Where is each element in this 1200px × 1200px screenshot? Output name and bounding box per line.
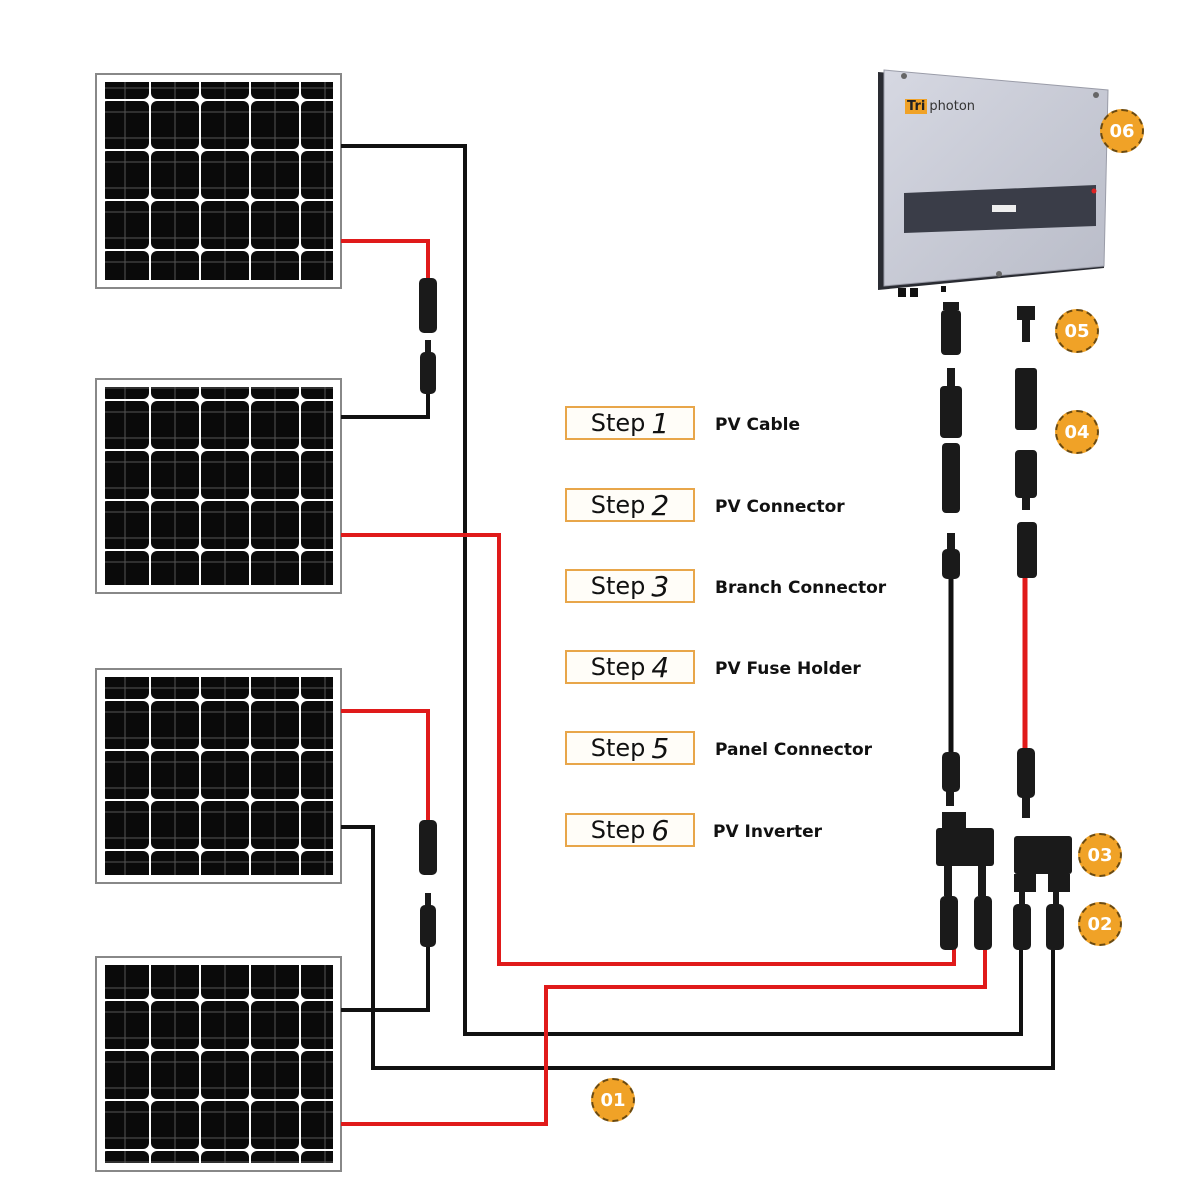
step-prefix: Step: [590, 653, 646, 681]
branch-connector-positive: [1013, 836, 1072, 950]
step-prefix: Step: [590, 734, 646, 762]
step-2-label: PV Connector: [715, 497, 845, 517]
branch-connector-negative: [936, 812, 994, 950]
connector-stack-positive: [1015, 306, 1037, 818]
step-prefix: Step: [590, 572, 646, 600]
panel-connector-lower: [419, 820, 437, 947]
step-number: 1: [651, 406, 670, 440]
brand-mark: Tri: [905, 99, 928, 114]
cable-p4-positive-main: [341, 945, 987, 1126]
badge-05: 05: [1055, 309, 1099, 353]
badge-01: 01: [591, 1078, 635, 1122]
panel-connector-upper: [419, 278, 437, 394]
step-number: 6: [651, 813, 670, 847]
step-6-label: PV Inverter: [713, 822, 822, 842]
step-3-label: Branch Connector: [715, 578, 887, 598]
cable-p1-positive: [341, 239, 430, 285]
cable-p4-negative: [341, 945, 430, 1012]
solar-panel-4: [95, 956, 342, 1172]
inverter-brand-logo: Tri photon: [905, 99, 975, 114]
step-prefix: Step: [590, 491, 646, 519]
step-number: 2: [651, 488, 670, 522]
step-number: 5: [651, 731, 670, 765]
badge-04: 04: [1055, 410, 1099, 454]
badge-06: 06: [1100, 109, 1144, 153]
step-5-label: Panel Connector: [715, 740, 873, 760]
cable-p3-positive: [341, 709, 430, 822]
cable-p3-negative-main: [341, 825, 1055, 1070]
badge-02: 02: [1078, 902, 1122, 946]
step-number: 4: [651, 650, 670, 684]
cable-p2-negative: [341, 385, 430, 419]
step-number: 3: [651, 569, 670, 603]
solar-panel-3: [95, 668, 342, 884]
step-prefix: Step: [590, 409, 646, 437]
pv-inverter: [878, 69, 1109, 297]
solar-panel-2: [95, 378, 342, 594]
connector-stack-negative: [940, 302, 962, 806]
step-1-label: PV Cable: [715, 415, 801, 435]
brand-name: photon: [929, 99, 976, 114]
solar-panel-1: [95, 73, 342, 289]
badge-03: 03: [1078, 833, 1122, 877]
cable-p2-positive-main: [341, 533, 956, 966]
cable-p1-negative-main: [341, 144, 1023, 1036]
step-prefix: Step: [590, 816, 646, 844]
step-4-label: PV Fuse Holder: [715, 659, 861, 679]
